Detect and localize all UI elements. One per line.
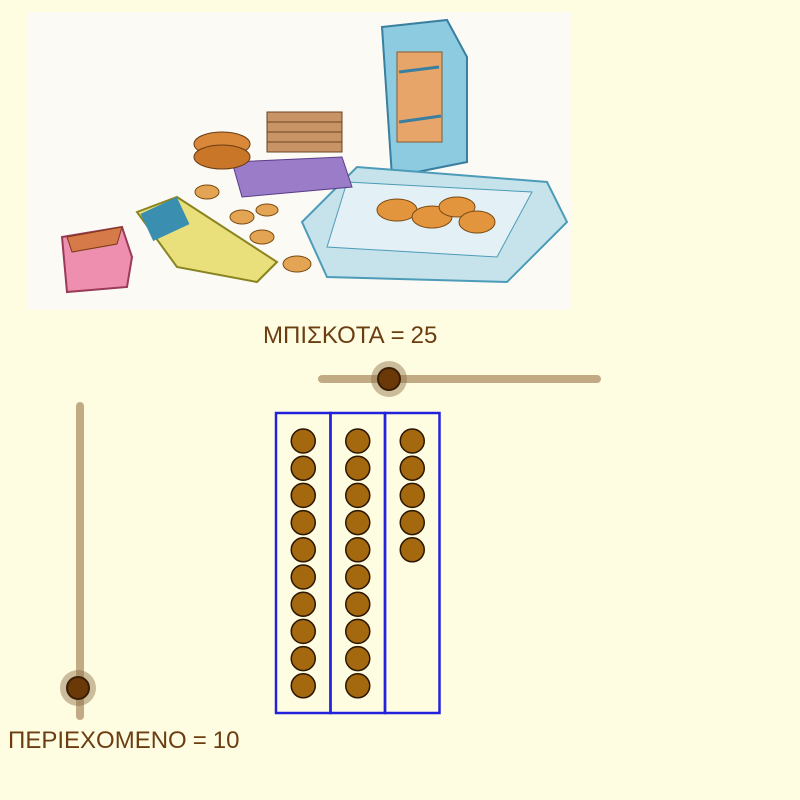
cookie-dot: [345, 482, 371, 509]
cookies-slider-name: ΜΠΙΣΚΟΤΑ: [263, 322, 385, 349]
cookie-dot: [290, 482, 316, 509]
cookie-dot: [399, 537, 425, 563]
cookies-slider-track[interactable]: [318, 375, 601, 383]
cookie-dot: [290, 564, 316, 590]
cookie-dot: [345, 645, 371, 672]
cookie-dot: [290, 509, 316, 536]
cookie-dot: [345, 618, 371, 645]
open-wrapper-icon: [300, 165, 569, 284]
biscuit-roll-icon: [135, 195, 312, 284]
cookie-dot: [345, 428, 371, 454]
cookie-dot: [399, 482, 425, 509]
content-slider-name: ΠΕΡΙΕΧΟΜΕΝΟ: [8, 727, 187, 754]
cookie-dot: [290, 673, 316, 699]
cookies-slider-handle[interactable]: [377, 367, 401, 391]
content-slider-handle[interactable]: [66, 676, 90, 700]
cookie-dot: [290, 428, 316, 454]
cookie-dot: [345, 591, 371, 617]
cookie-dot: [345, 455, 371, 481]
cookie-dot: [345, 509, 371, 536]
cookie-dot: [345, 537, 371, 563]
content-slider-track[interactable]: [76, 402, 84, 720]
cookie-dot: [399, 428, 425, 454]
cracker-stack-icon: [193, 111, 353, 198]
group-column-3: [383, 411, 441, 715]
loose-cookies-icon: [194, 184, 279, 245]
content-equals-sign: =: [192, 727, 207, 754]
cookie-dot: [290, 537, 316, 563]
content-slider-value: 10: [212, 727, 240, 754]
biscuit-bag-icon: [380, 18, 468, 179]
content-slider-label: ΠΕΡΙΕΧΟΜΕΝΟ=10: [8, 727, 239, 755]
cookie-dot: [290, 618, 316, 645]
pink-box-icon: [60, 225, 134, 294]
cookie-dot: [290, 591, 316, 617]
cookie-dot: [345, 564, 371, 590]
cookies-slider-label: ΜΠΙΣΚΟΤΑ=25: [263, 322, 437, 350]
cookies-slider-value: 25: [410, 322, 438, 349]
cookie-dot: [345, 673, 371, 699]
cookies-equals-sign: =: [390, 322, 405, 349]
cookie-dot: [290, 455, 316, 481]
cookie-dot: [399, 455, 425, 481]
cookie-dot: [399, 509, 425, 536]
cookies-illustration: [27, 12, 571, 310]
cookie-dot: [290, 645, 316, 672]
